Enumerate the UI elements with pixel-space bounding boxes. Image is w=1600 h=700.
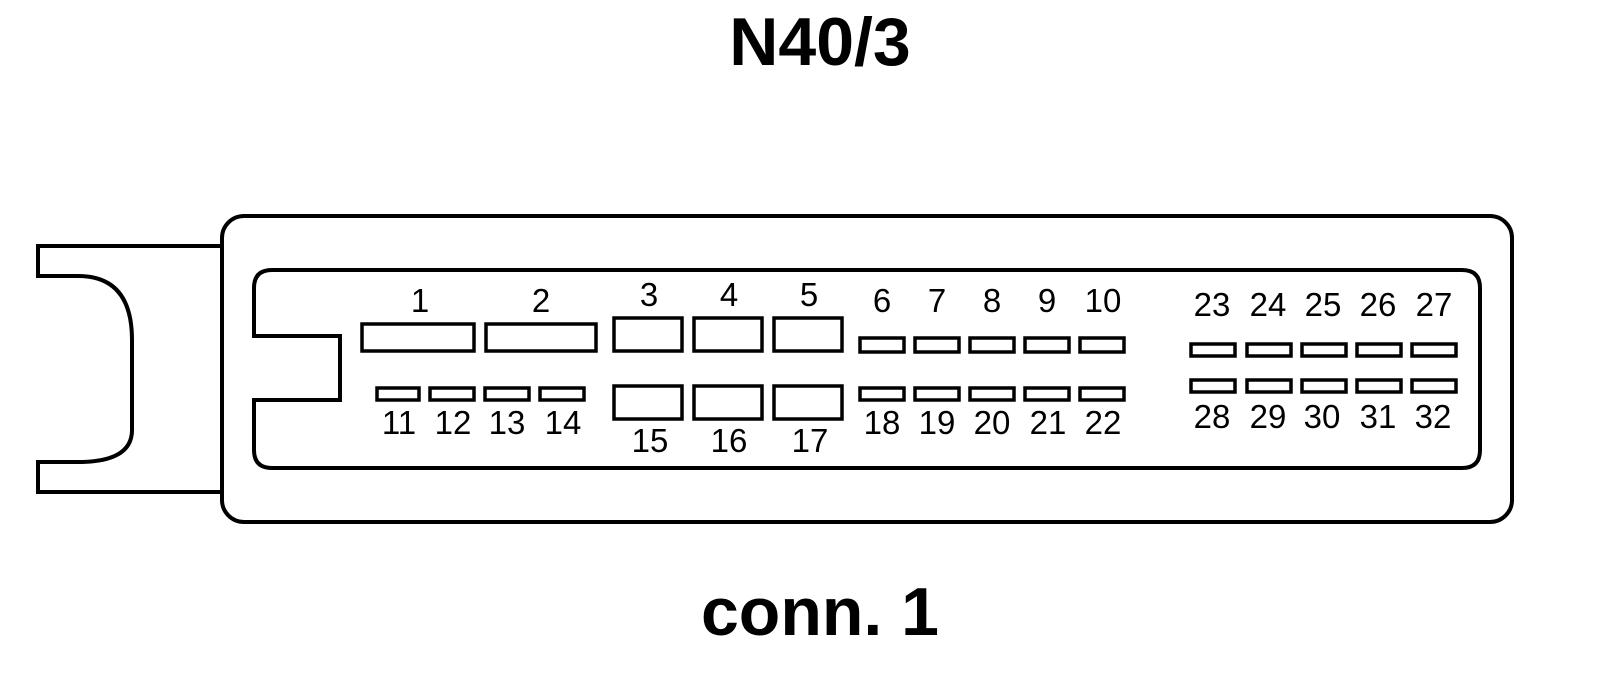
pin-label-1: 1 xyxy=(411,282,429,319)
pin-label-29: 29 xyxy=(1250,398,1287,435)
pin-cavity-26 xyxy=(1355,342,1403,358)
pin-label-4: 4 xyxy=(720,276,738,313)
pin-cavity-24 xyxy=(1245,342,1293,358)
pin-cavity-4 xyxy=(692,316,764,353)
pin-label-15: 15 xyxy=(632,422,669,459)
pin-cavity-23 xyxy=(1189,342,1237,358)
pin-cavity-25 xyxy=(1300,342,1348,358)
pin-label-5: 5 xyxy=(800,276,818,313)
pin-label-23: 23 xyxy=(1194,286,1231,323)
pin-label-18: 18 xyxy=(864,404,901,441)
pin-label-14: 14 xyxy=(545,404,582,441)
pin-cavity-32 xyxy=(1410,378,1458,394)
pin-cavity-13 xyxy=(483,386,531,402)
pin-cavity-19 xyxy=(913,386,961,402)
pin-cavity-6 xyxy=(858,336,906,354)
pin-label-19: 19 xyxy=(919,404,956,441)
pin-cavity-29 xyxy=(1245,378,1293,394)
pin-label-21: 21 xyxy=(1030,404,1067,441)
pin-cavity-3 xyxy=(612,316,684,353)
connector-latch xyxy=(36,244,232,494)
pin-label-26: 26 xyxy=(1360,286,1397,323)
pin-label-32: 32 xyxy=(1415,398,1452,435)
pin-cavity-8 xyxy=(968,336,1016,354)
pin-label-6: 6 xyxy=(873,282,891,319)
pin-label-2: 2 xyxy=(532,282,550,319)
connector-label: conn. 1 xyxy=(700,574,940,650)
pin-cavity-7 xyxy=(913,336,961,354)
pin-cavity-10 xyxy=(1078,336,1126,354)
pin-label-30: 30 xyxy=(1304,398,1341,435)
pin-label-25: 25 xyxy=(1305,286,1342,323)
pin-cavity-14 xyxy=(538,386,586,402)
pin-label-28: 28 xyxy=(1194,398,1231,435)
pin-cavity-1 xyxy=(360,322,476,353)
pin-cavity-12 xyxy=(428,386,476,402)
pin-label-24: 24 xyxy=(1250,286,1287,323)
pin-label-17: 17 xyxy=(792,422,829,459)
pin-label-3: 3 xyxy=(640,276,658,313)
pin-label-12: 12 xyxy=(435,404,472,441)
pin-label-9: 9 xyxy=(1038,282,1056,319)
connector-title: N40/3 xyxy=(729,4,911,80)
pin-cavity-16 xyxy=(692,384,764,421)
pin-label-13: 13 xyxy=(489,404,526,441)
pin-cavity-17 xyxy=(772,384,844,421)
pin-label-20: 20 xyxy=(974,404,1011,441)
pin-cavity-22 xyxy=(1078,386,1126,402)
pin-label-22: 22 xyxy=(1085,404,1122,441)
pin-cavity-30 xyxy=(1300,378,1348,394)
pin-cavity-2 xyxy=(484,322,598,353)
pin-label-7: 7 xyxy=(928,282,946,319)
pin-cavity-9 xyxy=(1023,336,1071,354)
pin-cavity-21 xyxy=(1023,386,1071,402)
pin-cavity-20 xyxy=(968,386,1016,402)
pin-cavity-11 xyxy=(375,386,421,402)
pin-label-11: 11 xyxy=(382,404,416,441)
pin-label-10: 10 xyxy=(1085,282,1122,319)
pin-label-16: 16 xyxy=(711,422,748,459)
pin-label-8: 8 xyxy=(983,282,1001,319)
pin-label-27: 27 xyxy=(1416,286,1453,323)
connector-face xyxy=(252,268,1482,470)
pin-cavity-28 xyxy=(1189,378,1237,394)
pin-cavity-15 xyxy=(612,384,684,421)
pin-cavity-31 xyxy=(1355,378,1403,394)
pin-cavity-5 xyxy=(772,316,844,353)
pin-cavity-27 xyxy=(1410,342,1458,358)
pin-cavity-18 xyxy=(858,386,906,402)
pin-label-31: 31 xyxy=(1360,398,1397,435)
